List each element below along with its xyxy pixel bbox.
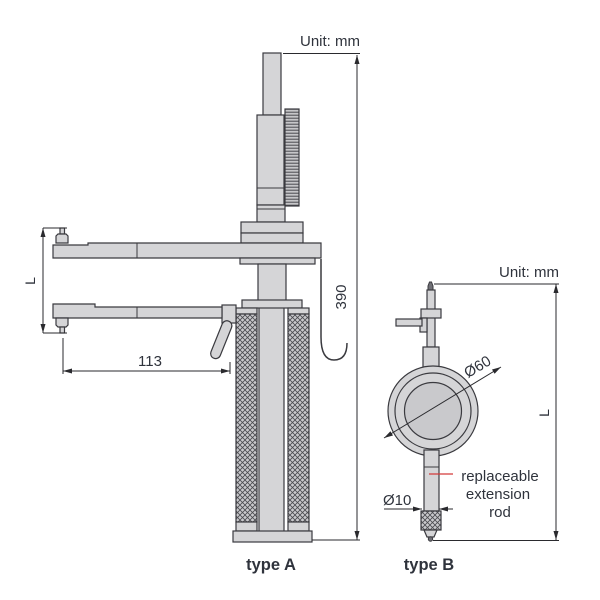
type-b-contact-point xyxy=(427,281,434,291)
type-b-dim-dial-label: Ø60 xyxy=(461,353,494,382)
type-a-top-spindle xyxy=(262,52,282,116)
type-a-column xyxy=(257,263,287,303)
type-b-unit-label: Unit: mm xyxy=(499,264,559,281)
type-a-dim-113-label: 113 xyxy=(138,353,162,370)
type-b-dimensions: Unit: mm Ø60 Ø10 replaceable extension r… xyxy=(383,264,559,574)
type-a-inner-rod xyxy=(258,301,285,533)
type-a-caption: type A xyxy=(246,556,296,574)
type-b-annotation: replaceable extension rod xyxy=(461,468,539,521)
type-a-wire-hook xyxy=(320,259,348,361)
type-a-upper-arm xyxy=(52,242,322,259)
type-b-dim-L: L xyxy=(433,283,559,541)
annotation-line-3: rod xyxy=(489,504,511,521)
type-b-collar xyxy=(420,308,442,319)
type-a-flange-plate xyxy=(240,232,304,244)
type-a-cylinder-top-plate xyxy=(241,299,303,309)
type-a-upper-contact-point xyxy=(55,227,69,244)
type-b-extension-rod xyxy=(423,449,440,512)
type-a-dim-390-label: 390 xyxy=(333,284,350,309)
type-a-drawing xyxy=(52,52,348,543)
type-b-caption: type B xyxy=(404,556,455,574)
type-a-dimensions: Unit: mm L 113 390 xyxy=(22,33,360,574)
type-b-dim-rod-diameter: Ø10 xyxy=(383,492,453,512)
type-a-dim-113: 113 xyxy=(62,338,231,374)
type-b-lifting-lever xyxy=(395,318,423,327)
type-a-arm-clamp xyxy=(221,304,237,324)
type-b-lower-tip xyxy=(423,529,438,542)
type-a-neck xyxy=(256,204,286,223)
type-a-lower-contact-point xyxy=(55,317,69,334)
type-a-upper-arm-lip xyxy=(239,257,316,265)
annotation-line-2: extension xyxy=(466,486,530,503)
type-b-dim-L-label: L xyxy=(536,409,552,417)
type-a-dim-390: 390 xyxy=(283,53,360,541)
type-a-flange xyxy=(240,221,304,234)
type-a-clamp-lever xyxy=(210,320,233,360)
type-b-stem-block xyxy=(422,346,440,369)
type-a-base-plate xyxy=(232,530,313,543)
type-a-indicator-body xyxy=(256,114,285,206)
type-a-unit-label: Unit: mm xyxy=(300,33,360,50)
type-a-dim-L-label: L xyxy=(22,277,38,285)
type-b-drawing xyxy=(387,281,479,542)
type-a-knurled-cylinder xyxy=(232,307,313,543)
type-a-dim-L: L xyxy=(22,227,67,334)
type-b-knurled-grip xyxy=(420,510,442,531)
type-a-knurled-wheel xyxy=(284,108,300,207)
type-b-dial xyxy=(387,365,479,457)
type-b-dim-rod-label: Ø10 xyxy=(383,492,411,509)
annotation-line-1: replaceable xyxy=(461,468,539,485)
